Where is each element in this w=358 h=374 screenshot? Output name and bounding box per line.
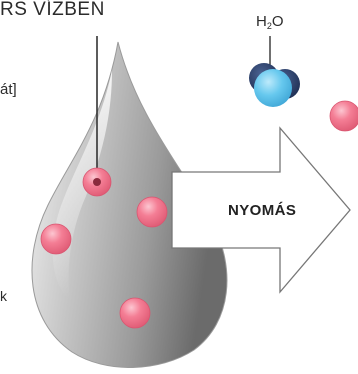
particle	[119, 297, 151, 329]
pressure-arrow	[171, 126, 351, 294]
formula-main: H	[256, 13, 267, 30]
water-molecule-icon	[249, 36, 300, 107]
molecule-formula: H2O	[256, 14, 284, 31]
clipped-label-top: át]	[0, 81, 17, 98]
particle	[136, 196, 168, 228]
particle	[82, 167, 112, 197]
formula-subscript: 2	[266, 21, 272, 31]
pressure-label: NYOMÁS	[228, 202, 297, 219]
clipped-label-bottom: k	[0, 288, 7, 304]
particle	[329, 100, 358, 132]
particle	[40, 223, 72, 255]
diagram-title: RS VÍZBEN	[0, 0, 105, 20]
formula-tail: O	[271, 13, 284, 30]
